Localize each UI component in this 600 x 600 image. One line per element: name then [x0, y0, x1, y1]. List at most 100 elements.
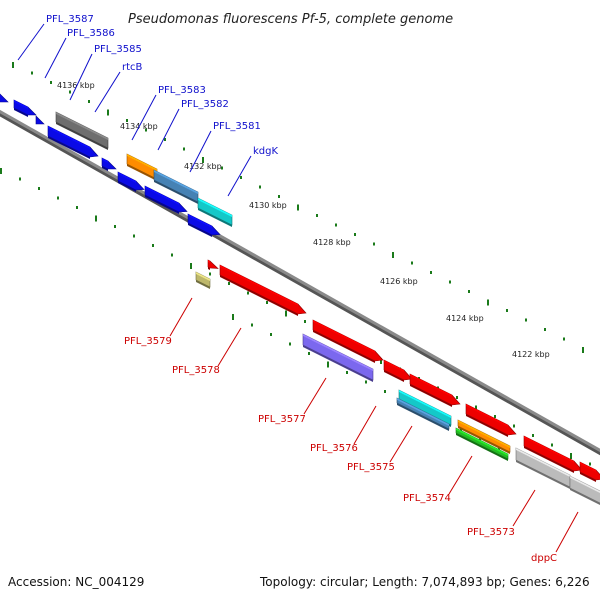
inner-tick [38, 187, 40, 190]
inner-tick [95, 215, 97, 222]
gene-label-PFL_3578: PFL_3578 [172, 365, 220, 376]
label-leader [303, 377, 327, 415]
inner-tick [570, 453, 572, 459]
outer-tick [449, 280, 451, 284]
inner-tick [475, 405, 477, 412]
gene-block-reverse [207, 259, 219, 270]
gene-block-forward [101, 157, 117, 171]
gene-label-PFL_3576: PFL_3576 [310, 443, 358, 454]
scale-label: 4124 kbp [446, 314, 484, 323]
outer-tick [468, 290, 470, 293]
inner-tick [380, 358, 382, 364]
gene-label-rtcB: rtcB [122, 62, 143, 73]
gene-block-reverse [523, 435, 583, 473]
scale-label: 4122 kbp [512, 350, 550, 359]
inner-tick [285, 310, 287, 317]
outer-tick [563, 337, 565, 341]
gene-block-PFL_3583 [126, 153, 158, 181]
inner-tick [266, 301, 268, 304]
label-leader [69, 53, 93, 101]
outer-tick [221, 166, 223, 170]
outer-tick [145, 128, 147, 132]
inner-tick [247, 291, 249, 295]
gene-block-forward [117, 171, 145, 192]
gene-label-PFL_3581: PFL_3581 [213, 121, 261, 132]
gene-block-forward [187, 213, 221, 237]
gene-label-PFL_3586: PFL_3586 [67, 28, 115, 39]
label-leader [189, 130, 212, 173]
gene-label-PFL_3583: PFL_3583 [158, 85, 206, 96]
outer-tick [31, 71, 33, 75]
outer-tick [392, 252, 394, 258]
inner-tick [209, 272, 211, 276]
genome-backbone [0, 109, 600, 456]
label-leader [448, 455, 473, 495]
map-title: Pseudomonas fluorescens Pf-5, complete g… [128, 12, 453, 27]
label-leader [131, 94, 157, 141]
inner-tick [152, 244, 154, 247]
label-leader [217, 327, 242, 367]
gene-labels: PFL_3587PFL_3586PFL_3585rtcBPFL_3583PFL_… [17, 14, 579, 564]
inner-tick [532, 434, 534, 437]
gene-block-rtcB [55, 111, 109, 150]
outer-tick [12, 62, 14, 68]
gene-block-forward [47, 125, 99, 159]
gene-label-PFL_3587: PFL_3587 [46, 14, 94, 25]
inner-tick [171, 253, 173, 257]
gene-block-PFL_3573b [569, 475, 600, 505]
label-leader [44, 37, 67, 79]
gene-block-dppC [579, 461, 600, 482]
reverse-tick [270, 333, 272, 336]
reverse-tick [308, 352, 310, 355]
scale-label: 4128 kbp [313, 238, 351, 247]
inner-tick [190, 263, 192, 269]
outer-tick [107, 109, 109, 116]
outer-tick [582, 347, 584, 353]
inner-tick [0, 168, 2, 174]
inner-tick [589, 462, 591, 466]
outer-tick [88, 100, 90, 103]
gene-block-forward [0, 93, 9, 103]
reverse-tick [251, 323, 253, 327]
gene-block-PFL_3577 [302, 333, 374, 382]
outer-tick [316, 214, 318, 217]
outer-tick [164, 138, 166, 141]
gene-block-kdgK [197, 197, 233, 227]
outer-tick [373, 242, 375, 246]
gene-block-PFL_3574 [457, 419, 511, 454]
gene-block-forward [13, 99, 37, 117]
inner-tick [57, 196, 59, 200]
gene-block-PFL_3573 [515, 447, 571, 489]
outer-tick [126, 119, 128, 122]
gene-block-PFL_3582 [153, 169, 199, 204]
gene-block-PFL_3574b [455, 427, 509, 461]
outer-tick [335, 223, 337, 227]
inner-tick [304, 320, 306, 323]
gene-label-PFL_3574: PFL_3574 [403, 493, 451, 504]
inner-tick [76, 206, 78, 209]
label-leader [94, 71, 121, 113]
label-leader [169, 297, 193, 337]
reverse-tick [289, 342, 291, 346]
scale-label: 4132 kbp [184, 162, 222, 171]
outer-tick [354, 233, 356, 236]
outer-tick [202, 157, 204, 163]
outer-tick [240, 176, 242, 179]
label-leader [17, 23, 45, 61]
inner-tick [513, 424, 515, 428]
outer-tick [69, 90, 71, 94]
reverse-tick [232, 314, 234, 320]
scale-label: 4130 kbp [249, 201, 287, 210]
outer-tick [297, 204, 299, 211]
gene-block-reverse [409, 373, 461, 407]
gene-label-PFL_3577: PFL_3577 [258, 414, 306, 425]
outer-tick [183, 147, 185, 151]
gene-block-PFL_3578 [219, 264, 307, 316]
scale-label: 4126 kbp [380, 277, 418, 286]
scale-label: 4136 kbp [57, 81, 95, 90]
inner-tick [19, 177, 21, 181]
outer-tick [278, 195, 280, 198]
outer-tick [411, 261, 413, 265]
label-leader [157, 108, 180, 151]
